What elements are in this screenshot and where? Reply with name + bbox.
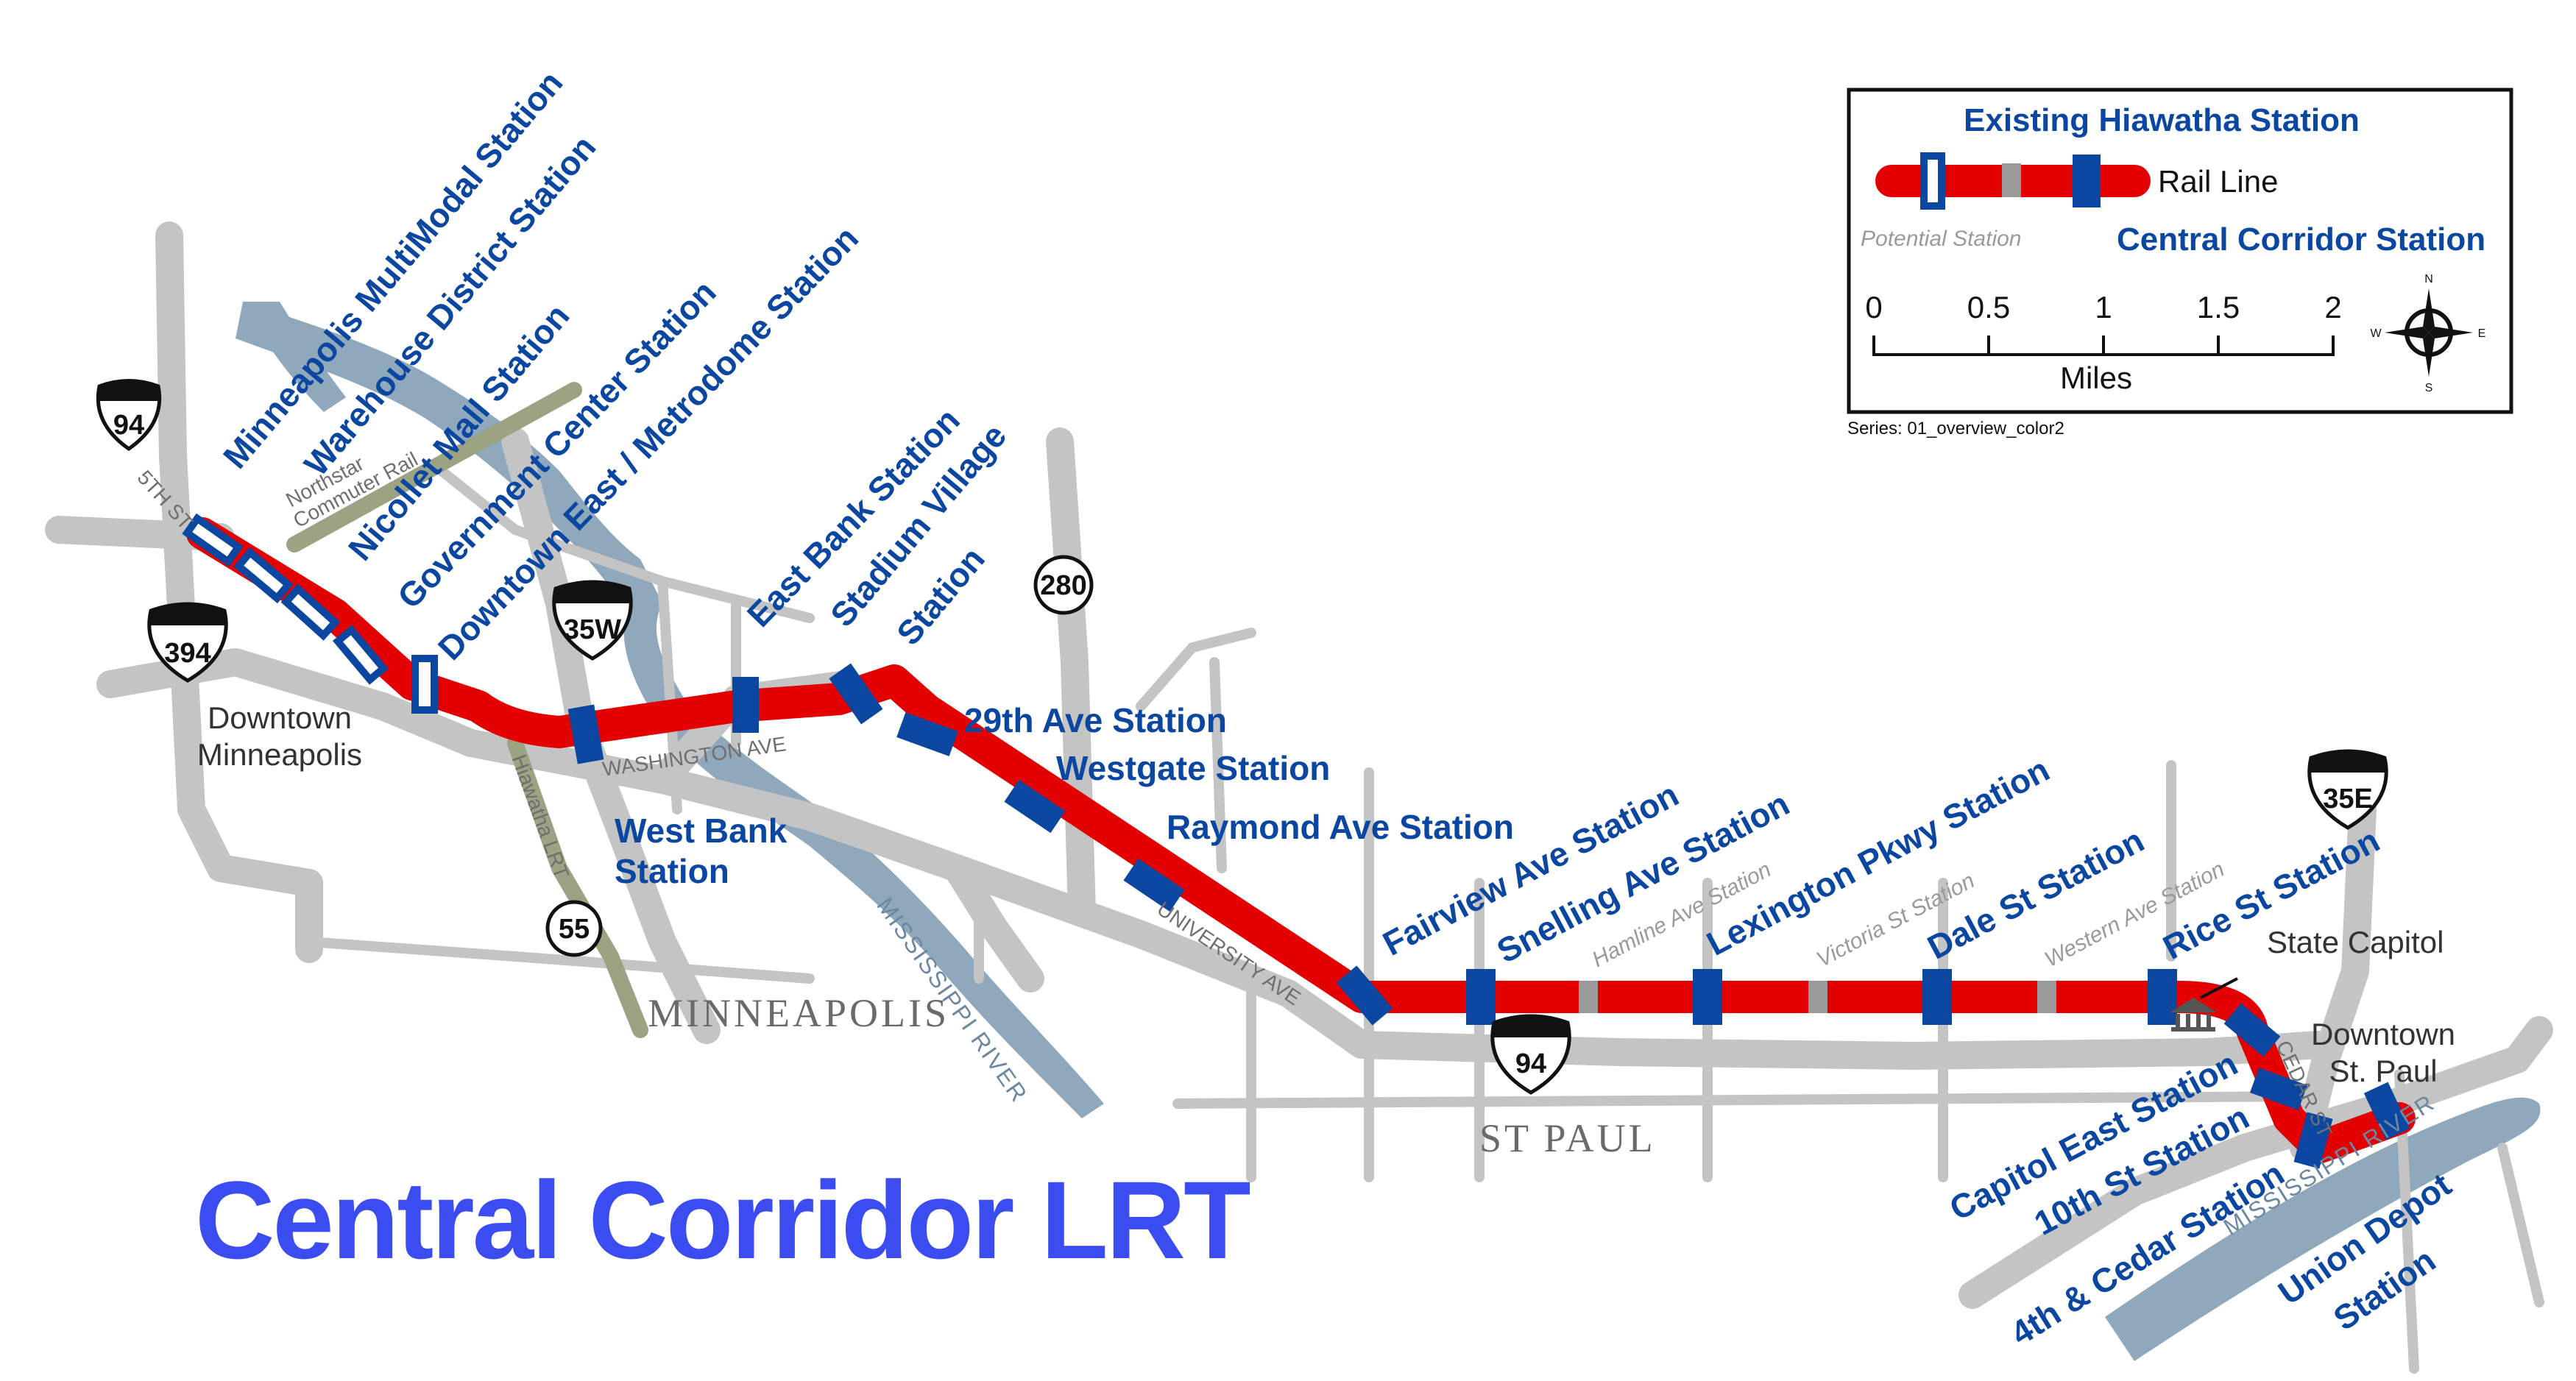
station-marker-29th-ave xyxy=(896,712,958,756)
shield-label: 94 xyxy=(1515,1048,1546,1079)
station-marker-stadium-village xyxy=(829,663,883,725)
station-marker-east-bank xyxy=(732,677,759,733)
shield-label: 55 xyxy=(559,914,590,945)
legend-existing-station: Existing Hiawatha Station xyxy=(1964,102,2360,138)
station-marker-raymond xyxy=(1123,858,1185,912)
station-marker-minneapolis-multimodal xyxy=(182,513,244,567)
capitol-building-icon xyxy=(2170,977,2238,1032)
road-network xyxy=(45,221,2553,1309)
station-marker-dale xyxy=(1922,969,1952,1025)
scale-unit-label: Miles xyxy=(2060,361,2132,395)
station-marker-10th-st xyxy=(2249,1068,2308,1110)
highway-shield-i35w: 35W xyxy=(552,580,633,661)
station-marker-downtown-east xyxy=(411,655,438,714)
place-label-downtown-minneapolis-2: Minneapolis xyxy=(197,737,362,772)
station-marker-victoria xyxy=(1808,981,1827,1013)
station-marker-hamline xyxy=(1579,981,1598,1013)
highway-shield-55: 55 xyxy=(545,900,603,957)
city-label-st-paul: ST PAUL xyxy=(1479,1116,1656,1160)
shield-label: 35W xyxy=(564,614,621,645)
station-label-raymond: Raymond Ave Station xyxy=(1167,808,1514,846)
place-label-downtown-st-paul: Downtown xyxy=(2311,1017,2455,1051)
compass-n: N xyxy=(2424,273,2433,285)
station-marker-west-bank xyxy=(567,704,604,764)
compass-rose-icon: N S E W xyxy=(2370,273,2485,394)
station-marker-warehouse-district xyxy=(233,547,294,604)
station-label-west-bank-2: Station xyxy=(615,852,729,890)
scale-tick-label: 0 xyxy=(1865,290,1882,324)
legend-central-marker xyxy=(2073,155,2101,207)
potential-stations xyxy=(1579,981,2056,1013)
highway-shield-i94-west: 94 xyxy=(96,379,162,452)
northstar-rail-line xyxy=(286,382,582,553)
legend-rail-line: Rail Line xyxy=(2158,164,2278,199)
station-marker-rice xyxy=(2148,969,2177,1025)
city-label-minneapolis: MINNEAPOLIS xyxy=(648,991,949,1035)
legend: Existing Hiawatha Station Rail Line Pote… xyxy=(1847,88,2513,414)
map-title: Central Corridor LRT xyxy=(195,1158,1250,1282)
station-label-29th-ave: 29th Ave Station xyxy=(964,701,1227,739)
legend-central-station: Central Corridor Station xyxy=(2117,221,2485,258)
compass-w: W xyxy=(2370,327,2382,340)
scale-tick-label: 2 xyxy=(2324,290,2341,324)
highway-shield-i94-center: 94 xyxy=(1490,1014,1571,1095)
shield-label: 35E xyxy=(2323,784,2373,814)
shield-label: 394 xyxy=(164,638,210,669)
legend-potential-marker xyxy=(2002,163,2021,197)
highway-shield-i394: 394 xyxy=(147,602,228,683)
compass-s: S xyxy=(2425,382,2433,394)
station-marker-snelling xyxy=(1466,969,1496,1025)
compass-e: E xyxy=(2478,327,2486,340)
station-marker-lexington xyxy=(1693,969,1722,1025)
highway-shield-280: 280 xyxy=(1033,555,1094,615)
shield-label: 280 xyxy=(1040,570,1086,601)
scale-tick-label: 1 xyxy=(2095,290,2112,324)
station-marker-capitol-east xyxy=(2223,1003,2281,1057)
series-label: Series: 01_overview_color2 xyxy=(1847,419,2064,439)
legend-potential-station: Potential Station xyxy=(1861,227,2021,251)
station-marker-fairview xyxy=(1336,965,1393,1026)
minor-streets xyxy=(304,466,2544,1374)
place-label-state-capitol: State Capitol xyxy=(2267,925,2444,959)
place-label-downtown-st-paul-2: St. Paul xyxy=(2329,1054,2437,1088)
central-corridor-stations xyxy=(567,663,2410,1169)
scale-tick-label: 1.5 xyxy=(2197,290,2240,324)
highway-shield-i35e: 35E xyxy=(2307,749,2388,830)
station-marker-nicollet-mall xyxy=(280,583,341,641)
station-marker-government-center xyxy=(332,625,389,685)
existing-stations xyxy=(182,513,438,714)
station-marker-westgate xyxy=(1004,779,1066,834)
shield-label: 94 xyxy=(113,410,144,441)
station-marker-western xyxy=(2037,981,2056,1013)
station-marker-union-depot xyxy=(2363,1082,2410,1140)
station-label-westgate: Westgate Station xyxy=(1056,749,1330,787)
scale-tick-label: 0.5 xyxy=(1967,290,2010,324)
station-label-west-bank: West Bank xyxy=(615,812,788,850)
legend-existing-marker xyxy=(1920,152,1945,210)
station-marker-4th-cedar xyxy=(2293,1112,2333,1169)
scale-bar: 0 0.5 1 1.5 2 Miles xyxy=(1865,290,2341,395)
place-label-downtown-minneapolis: Downtown xyxy=(208,700,352,735)
legend-box xyxy=(1847,88,2513,414)
